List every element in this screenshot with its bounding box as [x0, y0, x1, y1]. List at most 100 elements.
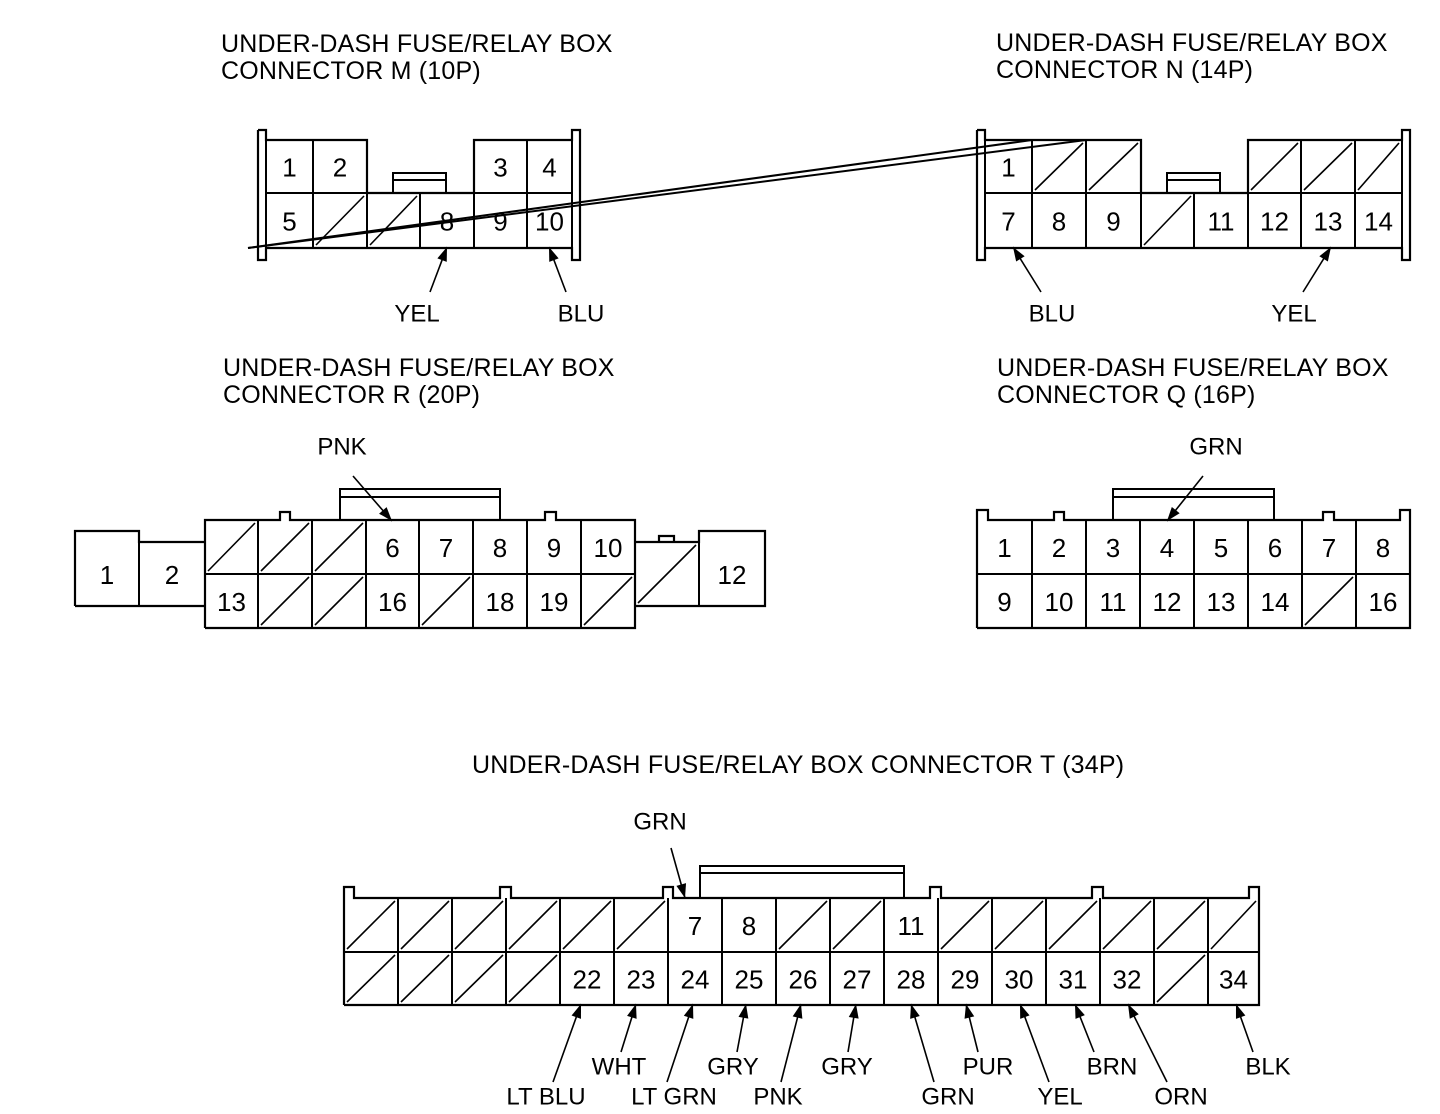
empty-cavity: [314, 522, 364, 572]
connector-m-title: UNDER-DASH FUSE/RELAY BOX CONNECTOR M (1…: [221, 30, 613, 85]
empty-cavity: [616, 900, 666, 950]
terminal-5: 5: [1214, 533, 1228, 563]
connector-r-housing: [635, 529, 767, 608]
terminal-16: 16: [378, 587, 407, 617]
terminal-8: 8: [742, 911, 756, 941]
terminal-3: 3: [493, 153, 507, 183]
terminal-1: 1: [282, 153, 296, 183]
connector-t-wire-arrow-head: [1075, 1004, 1085, 1019]
terminal-23: 23: [627, 965, 656, 995]
connector-r-housing: [203, 510, 637, 630]
connector-m-wire-arrow-head: [437, 247, 447, 262]
connector-t-wire-arrow-head: [1235, 1004, 1246, 1019]
terminal-29: 29: [951, 965, 980, 995]
terminal-27: 27: [843, 965, 872, 995]
connector-t-wire-arrow-head: [792, 1004, 803, 1019]
empty-cavity: [400, 954, 450, 1003]
empty-cavity: [562, 900, 612, 950]
connector-m-housing: [256, 128, 582, 262]
connector-n-housing: [975, 128, 1412, 262]
terminal-6: 6: [1268, 533, 1282, 563]
terminal-10: 10: [594, 533, 623, 563]
connector-n-title: UNDER-DASH FUSE/RELAY BOX CONNECTOR N (1…: [996, 29, 1388, 84]
terminal-18: 18: [486, 587, 515, 617]
terminal-28: 28: [897, 965, 926, 995]
empty-cavity: [583, 576, 633, 626]
wire-color-label: BLU: [1029, 301, 1076, 328]
connector-r-tab: [657, 534, 676, 542]
empty-cavity: [1357, 142, 1400, 191]
terminal-9: 9: [997, 587, 1011, 617]
connector-t-housing: [342, 885, 1261, 1007]
empty-cavity: [637, 544, 697, 604]
terminal-1: 1: [100, 560, 114, 590]
connector-n-wire-arrow-head: [1319, 247, 1331, 262]
connector-t-latch: [699, 865, 905, 899]
terminal-2: 2: [333, 153, 347, 183]
terminal-7: 7: [688, 911, 702, 941]
terminal-24: 24: [681, 965, 710, 995]
empty-cavity: [994, 900, 1044, 950]
wire-color-label: WHT: [592, 1054, 647, 1081]
connector-t-wire-arrow: [1127, 1003, 1168, 1083]
wire-color-label: BLU: [558, 301, 605, 328]
wire-color-label: YEL: [1037, 1084, 1082, 1111]
wire-color-label: LT GRN: [631, 1084, 717, 1111]
empty-cavity: [346, 900, 396, 950]
terminal-16: 16: [1369, 587, 1398, 617]
connector-t-wire-arrow-head: [1128, 1004, 1139, 1019]
connector-n-wire-arrow-head: [1013, 247, 1025, 262]
connector-t-wire-arrow-head: [1020, 1004, 1030, 1019]
empty-cavity: [400, 900, 450, 950]
wire-color-label: PUR: [963, 1054, 1014, 1081]
terminal-9: 9: [493, 207, 507, 237]
connector-t-title: UNDER-DASH FUSE/RELAY BOX CONNECTOR T (3…: [472, 751, 1125, 779]
wire-color-label: GRY: [707, 1054, 759, 1081]
terminal-6: 6: [385, 533, 399, 563]
terminal-10: 10: [1045, 587, 1074, 617]
terminal-14: 14: [1261, 587, 1290, 617]
empty-cavity: [1156, 900, 1206, 950]
empty-cavity: [207, 522, 256, 572]
wire-color-label: BRN: [1087, 1054, 1138, 1081]
connector-q-housing: [975, 508, 1412, 630]
terminal-14: 14: [1364, 207, 1393, 237]
connector-t-wire-arrow-head: [627, 1004, 637, 1019]
wire-color-label: PNK: [753, 1084, 802, 1111]
wire-color-label: YEL: [1271, 301, 1316, 328]
empty-cavity: [832, 900, 882, 950]
terminal-11: 11: [1208, 207, 1235, 237]
terminal-26: 26: [789, 965, 818, 995]
terminal-7: 7: [1001, 207, 1015, 237]
terminal-13: 13: [217, 587, 246, 617]
terminal-34: 34: [1219, 965, 1248, 995]
connector-r-wire-arrow-head: [379, 507, 392, 521]
empty-cavity: [421, 576, 471, 626]
terminal-12: 12: [718, 560, 747, 590]
connector-m-wire-arrow-head: [549, 247, 559, 262]
terminal-4: 4: [542, 153, 556, 183]
wire-color-label: PNK: [317, 434, 366, 461]
wire-color-label: GRY: [821, 1054, 873, 1081]
terminal-25: 25: [735, 965, 764, 995]
connector-q-wire-arrow-head: [1167, 506, 1180, 521]
wire-color-label: GRN: [633, 809, 686, 836]
terminal-9: 9: [547, 533, 561, 563]
terminal-1: 1: [997, 533, 1011, 563]
wire-color-label: GRN: [1189, 434, 1242, 461]
terminal-8: 8: [493, 533, 507, 563]
connector-t-wire-arrow-head: [571, 1004, 581, 1019]
terminal-11: 11: [1100, 587, 1127, 617]
empty-cavity: [1048, 900, 1098, 950]
terminal-7: 7: [439, 533, 453, 563]
empty-cavity: [1034, 142, 1084, 191]
empty-cavity: [260, 576, 310, 626]
empty-cavity: [508, 900, 558, 950]
terminal-10: 10: [535, 207, 564, 237]
empty-cavity: [1143, 195, 1192, 246]
empty-cavity: [1210, 900, 1257, 950]
empty-cavity: [508, 954, 558, 1003]
empty-cavity: [454, 900, 504, 950]
terminal-19: 19: [540, 587, 569, 617]
empty-cavity: [1304, 576, 1354, 626]
